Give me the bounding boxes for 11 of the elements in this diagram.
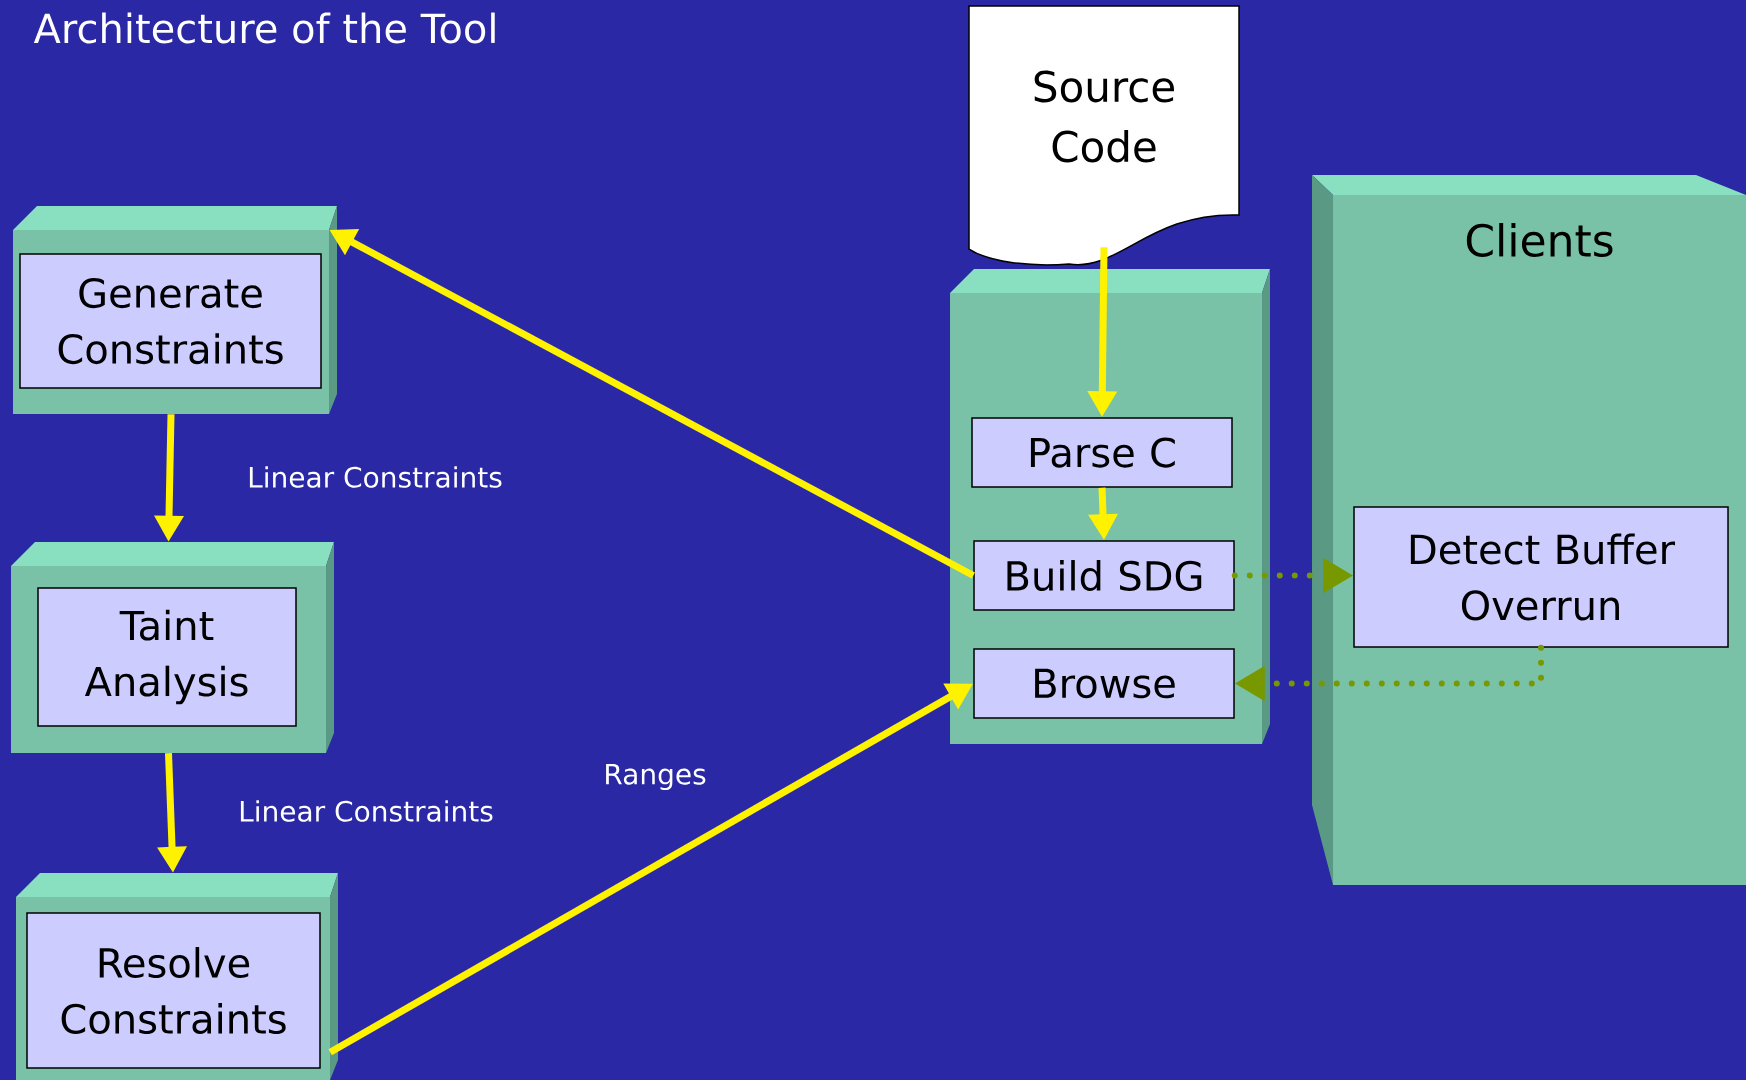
process-box: Taint Analysis — [37, 587, 297, 727]
process-box: Build SDG — [973, 540, 1235, 611]
process-box: Parse C — [971, 417, 1233, 488]
process-box: Generate Constraints — [19, 253, 322, 389]
title: Architecture of the Tool — [33, 12, 495, 44]
process-box: Browse — [973, 648, 1235, 719]
edge-label: Linear Constraints — [240, 800, 493, 822]
edge-label: Linear Constraints — [249, 466, 502, 488]
edge-label: Ranges — [606, 763, 706, 791]
process-box: Resolve Constraints — [26, 912, 321, 1069]
process-box: Detect Buffer Overrun — [1353, 506, 1729, 648]
